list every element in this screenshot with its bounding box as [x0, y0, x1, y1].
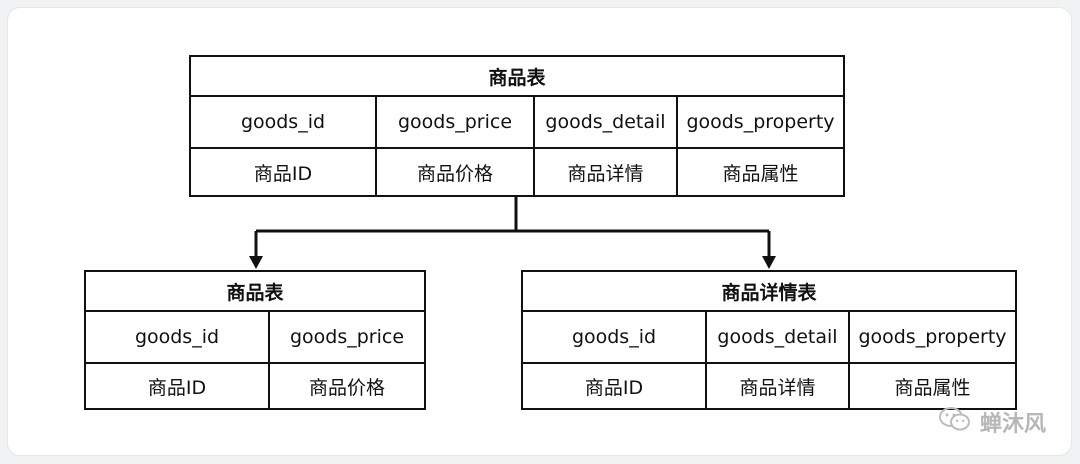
arrowhead-left	[249, 256, 263, 269]
left-col-goods-price: goods_price	[268, 312, 424, 362]
main-col-goods-property: goods_property	[676, 97, 843, 147]
main-table-header-row: goods_id goods_price goods_detail goods_…	[191, 97, 843, 147]
wechat-icon	[938, 406, 972, 438]
left-table: 商品表 goods_id goods_price 商品ID 商品价格	[84, 270, 426, 410]
left-desc-goods-id: 商品ID	[147, 376, 207, 399]
right-desc-goods-detail: 商品详情	[705, 364, 848, 408]
main-table-desc-row: 商品ID 商品价格 商品详情 商品属性	[191, 147, 843, 195]
right-table-desc-row: 商品ID 商品详情 商品属性	[523, 362, 1015, 408]
main-desc-goods-id: 商品ID	[253, 162, 313, 185]
watermark-text: 蝉沐风	[979, 412, 1046, 437]
right-col-goods-id: goods_id	[571, 326, 657, 348]
left-desc-goods-price: 商品价格	[268, 364, 424, 408]
arrowhead-right	[762, 256, 776, 269]
main-desc-goods-property: 商品属性	[676, 149, 843, 195]
left-table-desc-row: 商品ID 商品价格	[86, 362, 424, 408]
left-table-title: 商品表	[86, 272, 424, 312]
main-table: 商品表 goods_id goods_price goods_detail go…	[189, 55, 845, 197]
main-col-goods-price: goods_price	[375, 97, 533, 147]
right-table-title: 商品详情表	[523, 272, 1015, 312]
left-table-header-row: goods_id goods_price	[86, 312, 424, 362]
right-col-goods-detail: goods_detail	[705, 312, 848, 362]
main-col-goods-detail: goods_detail	[533, 97, 676, 147]
main-col-goods-id: goods_id	[240, 111, 326, 133]
watermark: 蝉沐风	[938, 406, 1046, 438]
right-col-goods-property: goods_property	[848, 312, 1015, 362]
main-desc-goods-price: 商品价格	[375, 149, 533, 195]
right-table: 商品详情表 goods_id goods_detail goods_proper…	[521, 270, 1017, 410]
right-desc-goods-property: 商品属性	[848, 364, 1015, 408]
main-table-title: 商品表	[191, 57, 843, 97]
left-col-goods-id: goods_id	[134, 326, 220, 348]
right-desc-goods-id: 商品ID	[584, 376, 644, 399]
main-desc-goods-detail: 商品详情	[533, 149, 676, 195]
right-table-header-row: goods_id goods_detail goods_property	[523, 312, 1015, 362]
